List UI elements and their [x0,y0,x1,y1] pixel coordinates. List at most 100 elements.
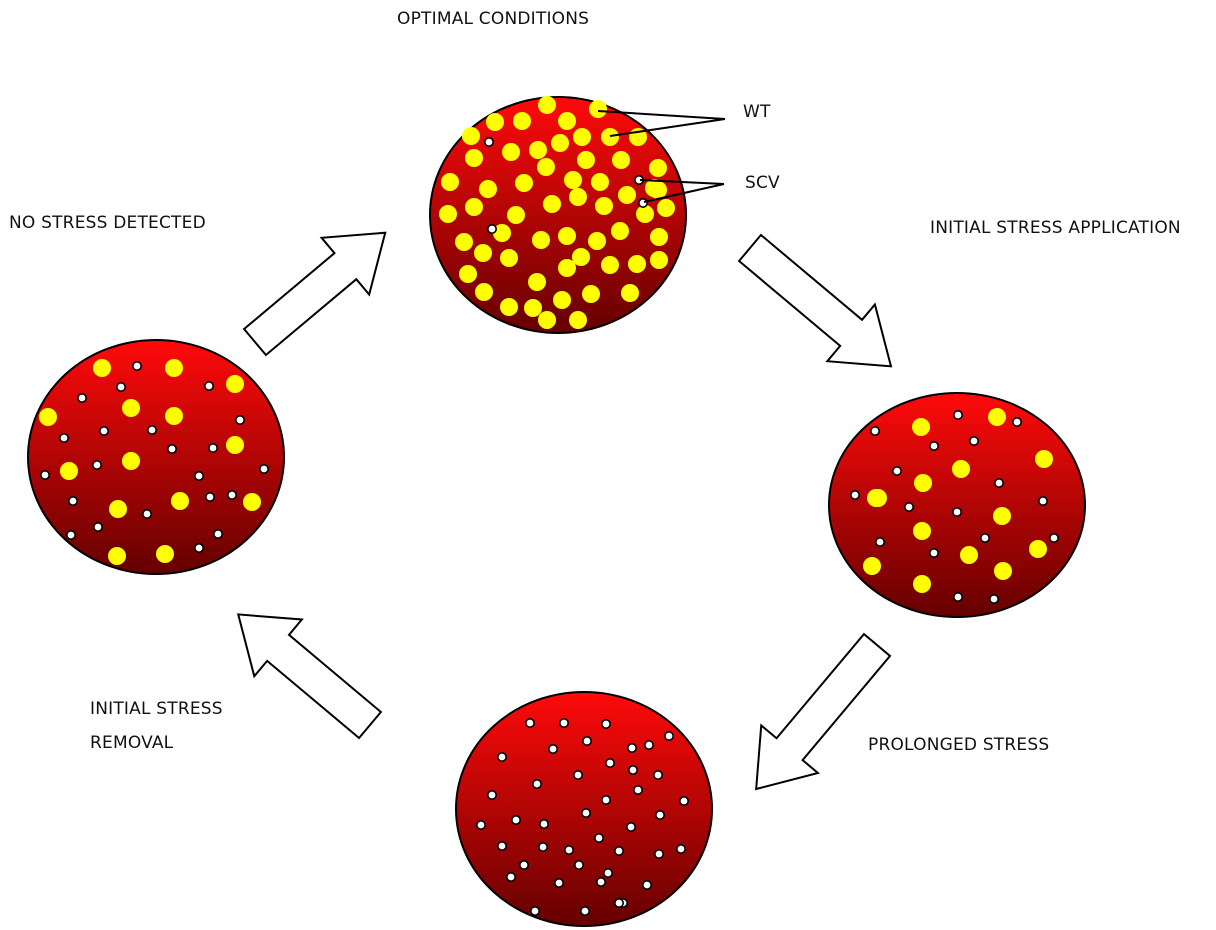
arrow-optimal-to-initial [737,233,893,368]
arrow-initial-to-prolonged [755,632,892,791]
scv-cell [654,809,665,820]
wt-cell [465,198,483,216]
wt-cell [459,265,477,283]
wt-cell [538,311,556,329]
scv-cell [483,137,494,148]
wt-cell [532,231,550,249]
wt-cell [558,259,576,277]
wt-cell [558,112,576,130]
population-prolonged-stress [455,691,713,927]
scv-cell [593,832,604,843]
scv-cell [39,469,50,480]
label-prolonged-stress: PROLONGED STRESS [868,735,1050,755]
scv-cell [675,843,686,854]
scv-cell [132,360,143,371]
wt-cell [439,205,457,223]
scv-cell [1049,532,1060,543]
scv-cell [652,769,663,780]
scv-cell [581,735,592,746]
scv-cell [486,789,497,800]
wt-cell [502,143,520,161]
scv-cell [600,718,611,729]
wt-cell [591,173,609,191]
scv-cell [613,845,624,856]
wt-cell [994,562,1012,580]
scv-cell [147,424,158,435]
scv-cell [663,730,674,741]
scv-cell [952,409,963,420]
scv-cell [68,495,79,506]
wt-cell [165,359,183,377]
wt-cell [601,256,619,274]
wt-cell [611,222,629,240]
scv-cell [505,871,516,882]
scv-cell [58,432,69,443]
scv-cell [142,508,153,519]
wt-cell [156,545,174,563]
scv-cell [653,848,664,859]
scv-cell [928,440,939,451]
wt-cell [93,359,111,377]
wt-cell [475,283,493,301]
scv-cell [869,425,880,436]
wt-cell [993,507,1011,525]
scv-cell [213,528,224,539]
scv-cell [194,470,205,481]
wt-cell [621,284,639,302]
wt-cell [165,407,183,425]
population-optimal-conditions [429,96,687,334]
wt-cell [474,244,492,262]
scv-cell [993,477,1004,488]
scv-cell [205,491,216,502]
wt-cell [171,492,189,510]
wt-cell [558,227,576,245]
wt-cell [650,251,668,269]
wt-cell [551,134,569,152]
wt-cell [441,173,459,191]
wt-cell [243,493,261,511]
wt-cell [538,96,556,114]
wt-cell [109,500,127,518]
arrow-no-stress-to-optimal [242,231,387,357]
wt-cell [573,128,591,146]
scv-cell [579,905,590,916]
wt-cell [572,248,590,266]
wt-cell [462,127,480,145]
wt-cell [612,151,630,169]
wt-cell [628,255,646,273]
scv-cell [874,536,885,547]
scv-cell [510,814,521,825]
label-wt: WT [743,102,771,122]
scv-cell [167,443,178,454]
wt-cell [515,174,533,192]
wt-cell [914,474,932,492]
label-optimal-conditions: OPTIMAL CONDITIONS [397,9,590,29]
scv-cell [77,392,88,403]
scv-cell [968,435,979,446]
scv-cell [903,501,914,512]
scv-cell [547,743,558,754]
scv-cell [632,784,643,795]
scv-cell [116,381,127,392]
scv-cell [637,198,648,209]
wt-cell [577,151,595,169]
scv-cell [475,819,486,830]
label-initial-stress-removal: INITIAL STRESS REMOVAL [90,692,223,760]
wt-cell [913,575,931,593]
scv-cell [496,751,507,762]
wt-cell [869,489,887,507]
wt-cell [952,460,970,478]
scv-cell [979,532,990,543]
wt-cell [912,418,930,436]
wt-cell [500,249,518,267]
wt-cell [657,199,675,217]
scv-cell [595,876,606,887]
wt-cell [493,224,511,242]
arrow-prolonged-to-no-stress [236,613,383,740]
scv-cell [641,879,652,890]
scv-cell [951,506,962,517]
wt-cell [645,179,663,197]
scv-cell [625,821,636,832]
scv-cell [194,542,205,553]
